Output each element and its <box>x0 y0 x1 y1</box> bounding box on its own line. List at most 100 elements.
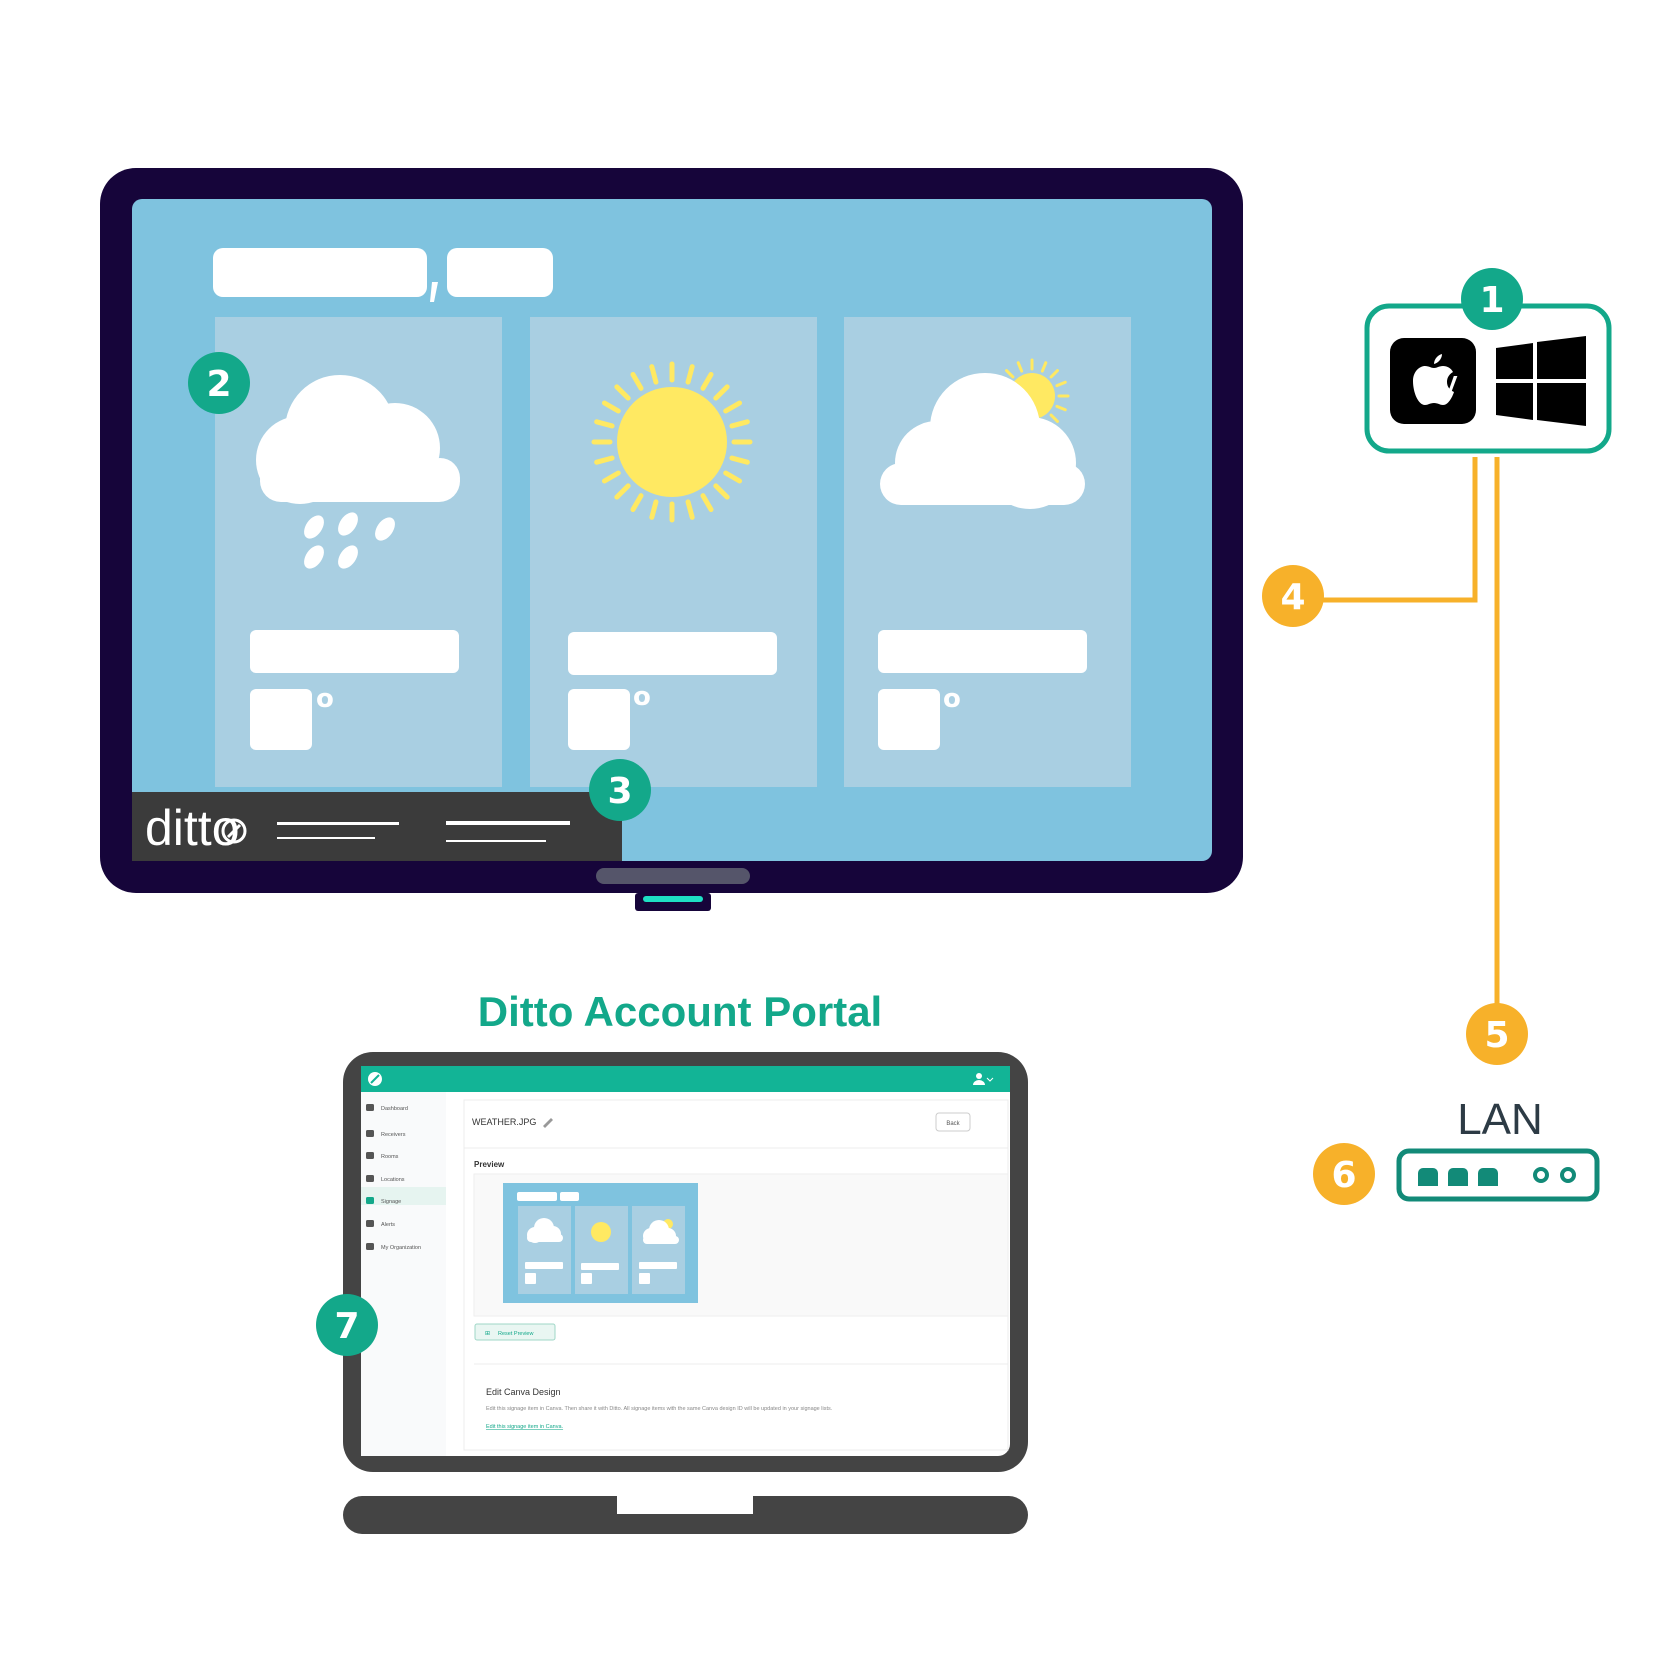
portal-title: Ditto Account Portal <box>478 988 882 1035</box>
apple-tv-label: tv <box>1428 363 1458 405</box>
comma-mark <box>430 282 438 302</box>
gauge-icon <box>366 1104 374 1111</box>
sidebar-item-label: Dashboard <box>381 1106 408 1112</box>
partly-cloudy-icon <box>880 358 1085 509</box>
laptop-base <box>343 1496 1028 1534</box>
edit-link[interactable]: Edit this signage item in Canva. <box>486 1424 564 1430</box>
ditto-app-logo-icon <box>368 1072 382 1086</box>
rain-cloud-icon <box>256 375 460 569</box>
sun-ray <box>594 419 615 429</box>
degree-1: o <box>316 684 334 714</box>
sun-ray <box>630 371 644 391</box>
svg-text:5: 5 <box>1484 1015 1509 1056</box>
edit-pencil-icon[interactable] <box>543 1118 553 1128</box>
player-devices-box: tv <box>1364 303 1612 454</box>
ticker-bar <box>132 792 622 861</box>
apple-logo-icon <box>1413 354 1454 405</box>
sun-ray <box>601 400 621 414</box>
sidebar-item-label: Rooms <box>381 1154 399 1160</box>
sidebar-active-highlight <box>361 1187 446 1205</box>
badge-1: 1 <box>1461 268 1523 330</box>
back-button[interactable] <box>935 1112 971 1132</box>
location-pin-icon <box>366 1175 374 1182</box>
preview-heading: Preview <box>474 1160 505 1169</box>
temp-placeholder-1 <box>250 689 312 750</box>
file-name: WEATHER.JPG <box>472 1117 536 1127</box>
sidebar-item-rooms[interactable]: Rooms <box>366 1152 399 1160</box>
badge-4: 4 <box>1262 565 1324 627</box>
condition-placeholder-3 <box>878 630 1087 673</box>
sun-ray <box>729 455 750 465</box>
sun-ray <box>1055 380 1067 388</box>
sun-ray <box>729 419 750 429</box>
ditto-logo-text: ditto <box>145 800 240 856</box>
svg-text:3: 3 <box>607 771 632 812</box>
svg-text:4: 4 <box>1280 577 1305 618</box>
ticker-line-3 <box>446 821 570 825</box>
svg-text:7: 7 <box>334 1306 359 1347</box>
ticker-line-2 <box>277 837 375 839</box>
sun-ray <box>1055 404 1067 412</box>
sun-ray <box>713 384 730 401</box>
ditto-logo-icon <box>221 818 247 844</box>
sun-ray <box>594 455 615 465</box>
sidebar-item-alerts[interactable]: Alerts <box>366 1220 395 1228</box>
lan-switch-icon <box>1396 1148 1600 1202</box>
reset-preview-label: Reset Preview <box>498 1331 533 1337</box>
sun-ray <box>649 364 659 385</box>
sidebar-item-dashboard[interactable]: Dashboard <box>366 1104 408 1112</box>
temp-placeholder-2 <box>568 689 630 750</box>
sidebar-item-receivers[interactable]: Receivers <box>366 1130 406 1138</box>
laptop-notch <box>617 1496 753 1514</box>
sun-ray <box>723 470 743 484</box>
ticker-line-4 <box>446 840 546 842</box>
date-placeholder <box>447 248 553 297</box>
badge-5: 5 <box>1466 1003 1528 1065</box>
badge-7: 7 <box>316 1294 378 1356</box>
edit-description: Edit this signage item in Canva. Then sh… <box>486 1406 833 1412</box>
sun-ray <box>649 499 659 520</box>
svg-text:6: 6 <box>1331 1155 1356 1196</box>
sun-ray <box>685 364 695 385</box>
hdmi-cable <box>1320 457 1478 603</box>
badge-3: 3 <box>589 759 651 821</box>
back-button-label: Back <box>946 1121 960 1127</box>
degree-2: o <box>633 682 651 712</box>
signage-preview-thumbnail <box>503 1183 698 1303</box>
sidebar-item-label: Alerts <box>381 1222 395 1228</box>
badge-2: 2 <box>188 352 250 414</box>
signage-icon <box>366 1197 374 1204</box>
laptop: DashboardReceiversRoomsLocationsSignageA… <box>343 1052 1028 1534</box>
sidebar-item-signage[interactable]: Signage <box>366 1197 401 1205</box>
cables <box>1320 457 1500 1005</box>
app-sidebar <box>361 1092 446 1456</box>
sun-ray <box>1005 369 1015 379</box>
location-placeholder <box>213 248 427 297</box>
monitor-icon <box>366 1130 374 1137</box>
sun-ray <box>685 499 695 520</box>
sun-ray <box>1049 369 1059 379</box>
sun-ray <box>700 371 714 391</box>
lan-label: LAN <box>1457 1095 1543 1144</box>
user-account-icon[interactable] <box>973 1073 994 1085</box>
reset-preview-button[interactable] <box>474 1323 556 1341</box>
sidebar-item-label: Receivers <box>381 1132 406 1138</box>
sidebar-item-label: Locations <box>381 1177 405 1183</box>
bell-icon <box>366 1220 374 1227</box>
sun-ray <box>723 400 743 414</box>
reset-preview-icon: ⊞ <box>485 1330 490 1337</box>
sidebar-item-locations[interactable]: Locations <box>366 1175 405 1183</box>
sun-ray <box>1049 413 1059 423</box>
sidebar-item-label: Signage <box>381 1199 401 1205</box>
condition-placeholder-1 <box>250 630 459 673</box>
sidebar-item-my-organization[interactable]: My Organization <box>366 1243 421 1251</box>
tv-display: o o o ditto <box>100 168 1243 911</box>
degree-3: o <box>943 684 961 714</box>
svg-text:2: 2 <box>206 364 231 405</box>
tv-stand-bar <box>596 868 750 884</box>
app-header <box>361 1066 1010 1092</box>
sun-ray <box>614 384 631 401</box>
building-icon <box>366 1243 374 1250</box>
edit-heading: Edit Canva Design <box>486 1387 561 1397</box>
condition-placeholder-2 <box>568 632 777 675</box>
